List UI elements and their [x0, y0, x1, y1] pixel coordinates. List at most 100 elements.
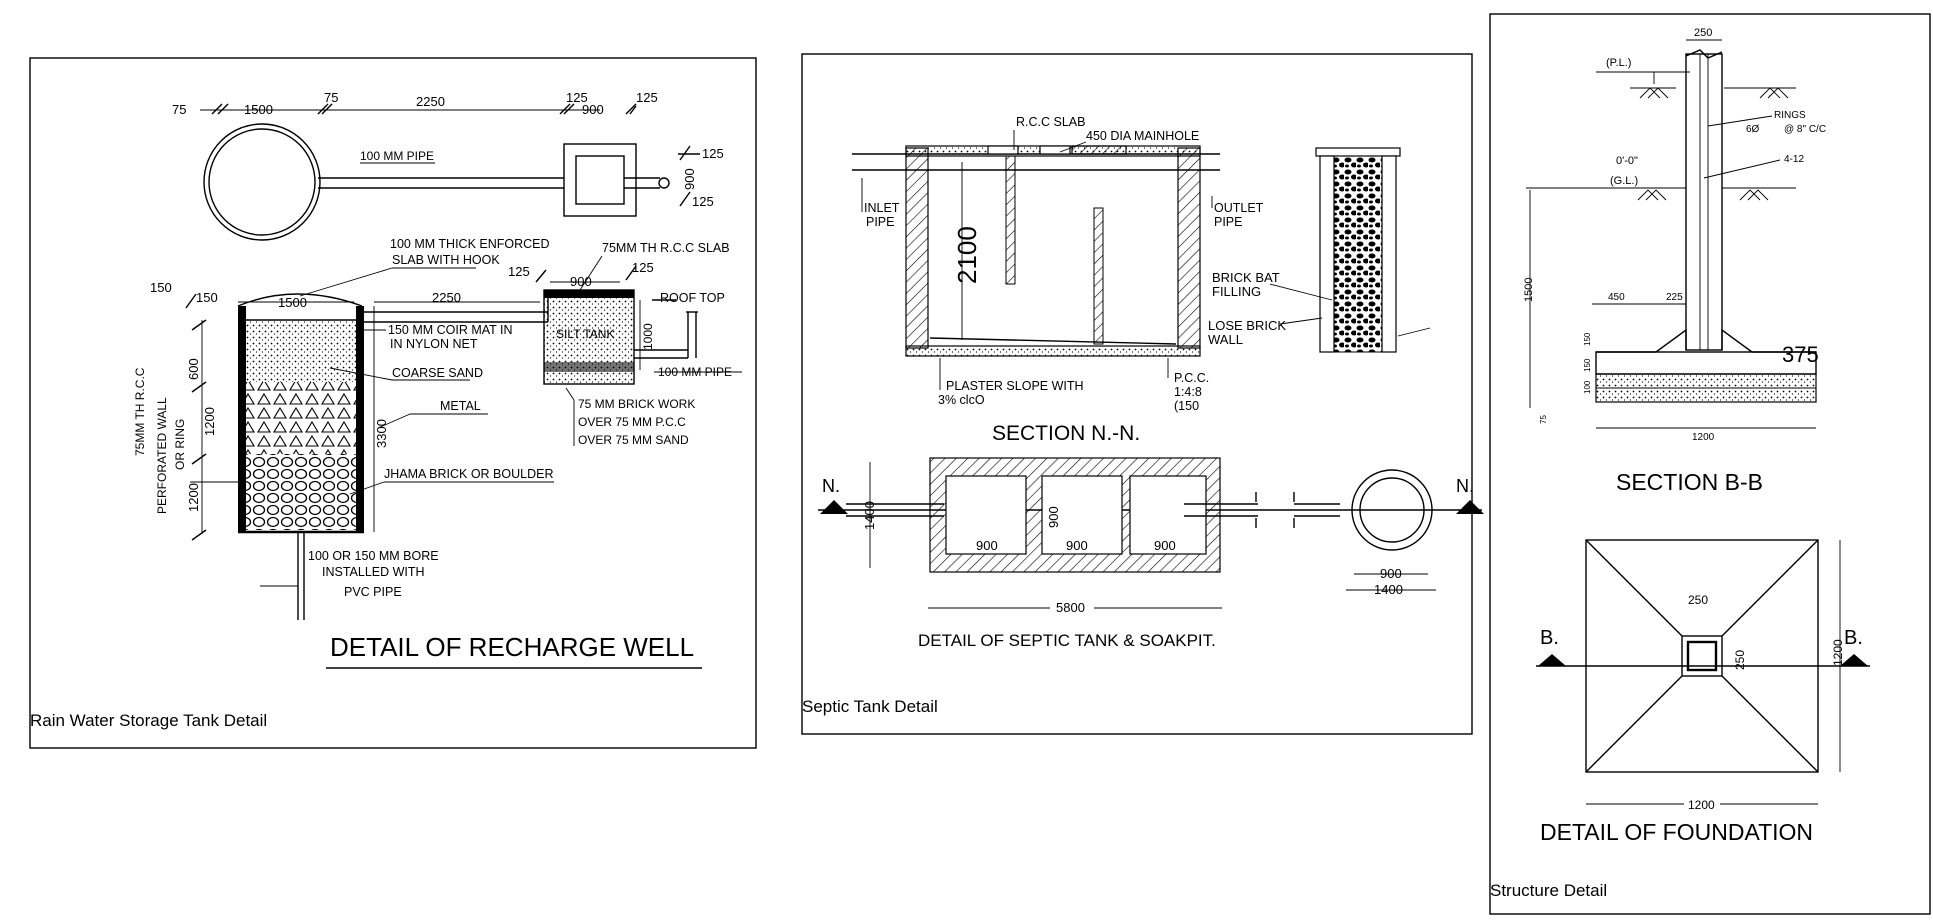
struct-foundation-title: DETAIL OF FOUNDATION	[1540, 819, 1813, 845]
rain-slab-label-1: 100 MM THICK ENFORCED	[390, 237, 550, 251]
rain-wall-1: 75MM TH R.C.C	[133, 367, 147, 456]
septic-dim-900-v: 900	[1046, 506, 1061, 528]
septic-inlet-1: INLET	[864, 201, 900, 215]
rain-dim-1200a: 1200	[202, 407, 217, 436]
soakpit-section: BRICK BAT FILLING LOSE BRICK WALL	[1208, 147, 1431, 353]
struct-dim-1500: 1500	[1523, 278, 1535, 302]
rain-dim-900: 900	[582, 102, 604, 117]
septic-dim-900-a: 900	[976, 538, 998, 553]
struct-gl: (G.L.)	[1610, 175, 1638, 187]
rain-rcc-slab-label: 75MM TH R.C.C SLAB	[602, 241, 730, 255]
septic-rcc-slab: R.C.C SLAB	[1016, 115, 1085, 129]
struct-b-left: B.	[1540, 627, 1559, 649]
rain-mid-dim-900: 900	[570, 274, 592, 289]
struct-dim-375: 375	[1782, 342, 1819, 367]
septic-inlet-2: PIPE	[866, 215, 895, 229]
struct-dim-150a: 150	[1583, 332, 1592, 346]
septic-plan: N. N. 1400 900 900 900 900	[818, 457, 1484, 650]
septic-dim-900-b: 900	[1066, 538, 1088, 553]
septic-manhole: 450 DIA MAINHOLE	[1086, 129, 1199, 143]
septic-lose-1: LOSE BRICK	[1208, 318, 1286, 333]
struct-dim-75: 75	[1539, 415, 1548, 424]
struct-caption: Structure Detail	[1490, 881, 1607, 900]
rain-dim-2250: 2250	[416, 94, 445, 109]
rain-coarse-sand: COARSE SAND	[392, 366, 483, 380]
septic-dim-5800: 5800	[1056, 600, 1085, 615]
septic-brick-bat-1: BRICK BAT	[1212, 270, 1280, 285]
rain-metal: METAL	[440, 399, 481, 413]
rain-dim-right-900: 900	[682, 168, 697, 190]
septic-pcc-3: (150	[1174, 399, 1199, 413]
rain-caption: Rain Water Storage Tank Detail	[30, 711, 267, 730]
rain-dim-75b: 75	[324, 90, 338, 105]
rain-dim-3300: 3300	[374, 419, 389, 448]
rain-silt-tank-label: SILT TANK	[556, 327, 614, 341]
septic-n-right: N.	[1456, 476, 1474, 496]
struct-rings-3: @ 8" C/C	[1784, 124, 1826, 135]
struct-dim-1200: 1200	[1692, 432, 1715, 443]
struct-dim-450: 450	[1608, 292, 1625, 303]
structure-panel-frame	[1489, 13, 1931, 915]
found-dim-1200-h: 1200	[1688, 798, 1715, 812]
structure-section: 250 (P.L.) RINGS 6Ø @ 8" C/C 4-12 0'-0" …	[1523, 27, 1826, 495]
structure-foundation: B. B. 250 250 1200 1200 DETAIL OF FOUNDA…	[1536, 539, 1870, 845]
rain-dim-75a: 75	[172, 102, 186, 117]
struct-dim-100: 100	[1583, 380, 1592, 394]
rain-mid-dim-150a: 150	[150, 280, 172, 295]
struct-bar: 4-12	[1784, 154, 1804, 165]
rain-brick-3: OVER 75 MM SAND	[578, 433, 689, 447]
rain-brick-2: OVER 75 MM P.C.C	[578, 415, 686, 429]
rain-panel-frame	[29, 57, 757, 749]
rain-wall-3: OR RING	[173, 419, 187, 470]
rain-coir-2: IN NYLON NET	[390, 337, 478, 351]
rain-wall-2: PERFORATED WALL	[155, 397, 169, 514]
rain-mid-dim-125a: 125	[508, 264, 530, 279]
septic-section-title: SECTION N.-N.	[992, 422, 1140, 445]
rain-brick-1: 75 MM BRICK WORK	[578, 397, 695, 411]
struct-b-right: B.	[1844, 627, 1863, 649]
septic-detail-title: DETAIL OF SEPTIC TANK & SOAKPIT.	[918, 631, 1216, 650]
septic-brick-bat-2: FILLING	[1212, 284, 1261, 299]
struct-pl: (P.L.)	[1606, 57, 1631, 69]
rain-dim-1000: 1000	[641, 323, 655, 350]
rain-bore-3: PVC PIPE	[344, 585, 402, 599]
rain-dim-600: 600	[186, 358, 201, 380]
structure-panel: 250 (P.L.) RINGS 6Ø @ 8" C/C 4-12 0'-0" …	[1489, 13, 1931, 915]
septic-section: 2100 R.C.C SLAB 450 DIA MAINHOLE INLET P…	[852, 115, 1264, 445]
rain-roof-top: ROOF TOP	[660, 291, 725, 305]
rain-pipe-label-2: 100 MM PIPE	[658, 365, 732, 379]
found-dim-1200-v: 1200	[1831, 639, 1845, 666]
rain-silt-tank: SILT TANK 1000 ROOF TOP 100 MM PIPE	[543, 289, 742, 385]
struct-rings-1: RINGS	[1774, 110, 1806, 121]
septic-panel-frame	[801, 53, 1473, 735]
rain-plan-view: 100 MM PIPE 125 900 125	[203, 123, 724, 241]
septic-pcc-1: P.C.C.	[1174, 371, 1209, 385]
found-dim-250-v: 250	[1733, 650, 1747, 670]
struct-dim-150b: 150	[1583, 358, 1592, 372]
septic-pcc-2: 1:4:8	[1174, 385, 1202, 399]
rain-dim-1500: 1500	[244, 102, 273, 117]
septic-plaster-1: PLASTER SLOPE WITH	[946, 379, 1084, 393]
septic-plaster-2: 3% clcO	[938, 393, 985, 407]
septic-depth: 2100	[952, 226, 982, 284]
soakpit-dim-900: 900	[1380, 566, 1402, 581]
rain-bore-2: INSTALLED WITH	[322, 565, 425, 579]
rain-mid-dimensions: 150 150 1500 2250 125 900 125	[150, 260, 654, 310]
found-dim-250-h: 250	[1688, 593, 1708, 607]
septic-panel: 2100 R.C.C SLAB 450 DIA MAINHOLE INLET P…	[801, 53, 1484, 735]
septic-lose-2: WALL	[1208, 332, 1243, 347]
septic-dim-1400: 1400	[862, 501, 877, 530]
struct-dim-225: 225	[1666, 292, 1683, 303]
rain-mid-dim-2250: 2250	[432, 290, 461, 305]
rain-bore-1: 100 OR 150 MM BORE	[308, 549, 439, 563]
struct-dim-250-top: 250	[1694, 27, 1712, 39]
rain-mid-dim-1500: 1500	[278, 295, 307, 310]
rain-title: DETAIL OF RECHARGE WELL	[330, 632, 694, 662]
rain-dim-125a: 125	[566, 90, 588, 105]
septic-outlet-1: OUTLET	[1214, 201, 1264, 215]
rain-slab-label-2: SLAB WITH HOOK	[392, 253, 500, 267]
rain-dim-125b: 125	[636, 90, 658, 105]
septic-n-left: N.	[822, 476, 840, 496]
septic-outlet-2: PIPE	[1214, 215, 1243, 229]
septic-dim-900-c: 900	[1154, 538, 1176, 553]
